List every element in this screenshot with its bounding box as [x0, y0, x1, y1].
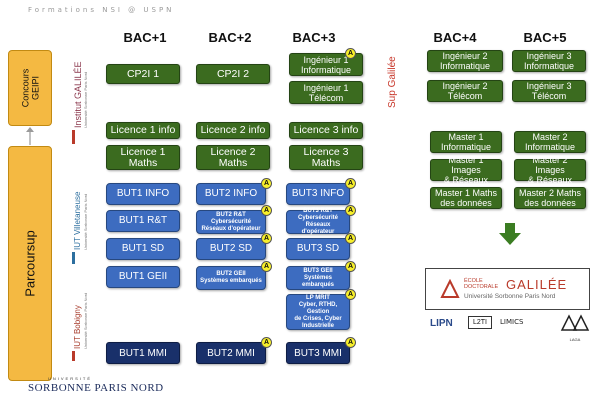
but3-sd-box[interactable]: BUT3 SD: [286, 238, 350, 260]
licence3-maths-box[interactable]: Licence 3 Maths: [289, 145, 363, 170]
alternance-badge-but2-info: A: [261, 178, 272, 189]
ingenieur1-info-box[interactable]: Ingénieur 1 Informatique: [289, 53, 363, 76]
alternance-badge-but3-mmi: A: [345, 337, 356, 348]
but3-geii-box[interactable]: BUT3 GEII Systèmes embarqués: [286, 266, 350, 290]
but2-info-box[interactable]: BUT2 INFO: [196, 183, 266, 205]
parcoursup-box: Parcoursup: [8, 146, 52, 381]
but1-info-box[interactable]: BUT1 INFO: [106, 183, 180, 205]
lp-mrit-box[interactable]: LP MRIT Cyber, RTHD, Gestion de Crises, …: [286, 294, 350, 330]
sup-galilee-logo: Sup Galilée: [383, 42, 407, 112]
bobigny-logo-text: IUT Bobigny: [73, 305, 82, 349]
doctoral-logo-icon: [440, 279, 460, 298]
villetaneuse-logo-text: IUT Villetaneuse: [73, 191, 82, 250]
cp2i2-box[interactable]: CP2I 2: [196, 64, 270, 84]
licence1-info-box[interactable]: Licence 1 info: [106, 122, 180, 139]
limics-logo: LIMICS: [500, 318, 524, 326]
doctoral-univ-label: Université Sorbonne Paris Nord: [464, 293, 556, 300]
villetaneuse-logo-mark: [72, 252, 75, 264]
bobigny-logo-sub: Université Sorbonne Paris Nord: [83, 292, 88, 349]
master2-info-box[interactable]: Master 2 Informatique: [514, 131, 586, 153]
galilee-logo-sub: Université Sorbonne Paris Nord: [83, 71, 88, 128]
header-bac2: BAC+2: [208, 30, 252, 45]
institut-galilee-logo: Institut GALILÉE Université Sorbonne Par…: [70, 50, 90, 150]
licence2-maths-box[interactable]: Licence 2 Maths: [196, 145, 270, 170]
but2-rt-box[interactable]: BUT2 R&T Cybersécurité Réseaux d'opérate…: [196, 210, 266, 234]
header-bac5: BAC+5: [523, 30, 567, 45]
ingenieur3-info-box[interactable]: Ingénieur 3 Informatique: [512, 50, 586, 72]
alternance-badge-ing1-info: A: [345, 48, 356, 59]
alternance-badge-but3-info: A: [345, 178, 356, 189]
master1-maths-box[interactable]: Master 1 Maths des données: [430, 187, 502, 209]
parcoursup-label: Parcoursup: [22, 230, 38, 297]
laga-triangles-icon: [560, 314, 590, 331]
l2ti-logo: L2TI: [468, 316, 492, 329]
header-bac3: BAC+3: [292, 30, 336, 45]
master2-images-box[interactable]: Master 2 Images & Réseaux: [514, 155, 586, 185]
alternance-badge-but3-rt: A: [345, 205, 356, 216]
but2-sd-box[interactable]: BUT2 SD: [196, 238, 266, 260]
header-strip: Formations NSI @ USPN: [28, 6, 175, 14]
but2-geii-box[interactable]: BUT2 GEII Systèmes embarqués: [196, 266, 266, 290]
galilee-logo-mark: [72, 130, 75, 144]
sup-galilee-logo-text: Sup Galilée: [387, 56, 398, 108]
licence2-info-box[interactable]: Licence 2 info: [196, 122, 270, 139]
but1-mmi-box[interactable]: BUT1 MMI: [106, 342, 180, 364]
villetaneuse-logo-sub: Université Sorbonne Paris Nord: [83, 193, 88, 250]
doctoral-ecole-label: ÉCOLE DOCTORALE: [464, 278, 499, 290]
header-bac4: BAC+4: [433, 30, 477, 45]
iut-villetaneuse-logo: IUT Villetaneuse Université Sorbonne Par…: [70, 170, 90, 270]
alternance-badge-but2-sd: A: [261, 233, 272, 244]
ingenieur2-info-box[interactable]: Ingénieur 2 Informatique: [427, 50, 503, 72]
master1-images-box[interactable]: Master 1 Images & Réseaux: [430, 155, 502, 185]
footer-university-small: UNIVERSITÉ: [48, 376, 93, 381]
iut-bobigny-logo: IUT Bobigny Université Sorbonne Paris No…: [70, 285, 90, 365]
galilee-logo-text: Institut GALILÉE: [73, 61, 83, 128]
alternance-badge-but2-geii: A: [261, 261, 272, 272]
but3-info-box[interactable]: BUT3 INFO: [286, 183, 350, 205]
laga-logo-label: LAGA: [569, 337, 581, 342]
arrow-down-icon: [499, 223, 521, 245]
but1-rt-box[interactable]: BUT1 R&T: [106, 210, 180, 232]
ingenieur2-telecom-box[interactable]: Ingénieur 2 Télécom: [427, 80, 503, 102]
footer-university-name: SORBONNE PARIS NORD: [28, 382, 164, 394]
bobigny-logo-mark: [72, 351, 75, 361]
alternance-badge-but3-geii: A: [345, 261, 356, 272]
master2-maths-box[interactable]: Master 2 Maths des données: [514, 187, 586, 209]
alternance-badge-but2-mmi: A: [261, 337, 272, 348]
arrow-up-icon: [26, 127, 34, 145]
concours-geipi-label: Concours GEIPI: [20, 68, 40, 108]
alternance-badge-lp-mrit: A: [345, 289, 356, 300]
laga-logo: LAGA: [560, 314, 590, 342]
but3-rt-box[interactable]: BUT3 R&T Cybersécurité Réseaux d'opérate…: [286, 208, 350, 235]
but1-geii-box[interactable]: BUT1 GEII: [106, 266, 180, 288]
licence1-maths-box[interactable]: Licence 1 Maths: [106, 145, 180, 170]
alternance-badge-but3-sd: A: [345, 233, 356, 244]
but1-sd-box[interactable]: BUT1 SD: [106, 238, 180, 260]
but3-mmi-box[interactable]: BUT3 MMI: [286, 342, 350, 364]
doctoral-name-label: GALILÉE: [506, 277, 568, 292]
header-bac1: BAC+1: [123, 30, 167, 45]
cp2i1-box[interactable]: CP2I 1: [106, 64, 180, 84]
ingenieur1-telecom-box[interactable]: Ingénieur 1 Télécom: [289, 81, 363, 104]
concours-geipi-box: Concours GEIPI: [8, 50, 52, 126]
licence3-info-box[interactable]: Licence 3 info: [289, 122, 363, 139]
ingenieur3-telecom-box[interactable]: Ingénieur 3 Télécom: [512, 80, 586, 102]
doctoral-school-box[interactable]: ÉCOLE DOCTORALE GALILÉE Université Sorbo…: [425, 268, 590, 310]
but2-mmi-box[interactable]: BUT2 MMI: [196, 342, 266, 364]
alternance-badge-but2-rt: A: [261, 205, 272, 216]
master1-info-box[interactable]: Master 1 Informatique: [430, 131, 502, 153]
lipn-logo: LIPN: [430, 318, 453, 329]
